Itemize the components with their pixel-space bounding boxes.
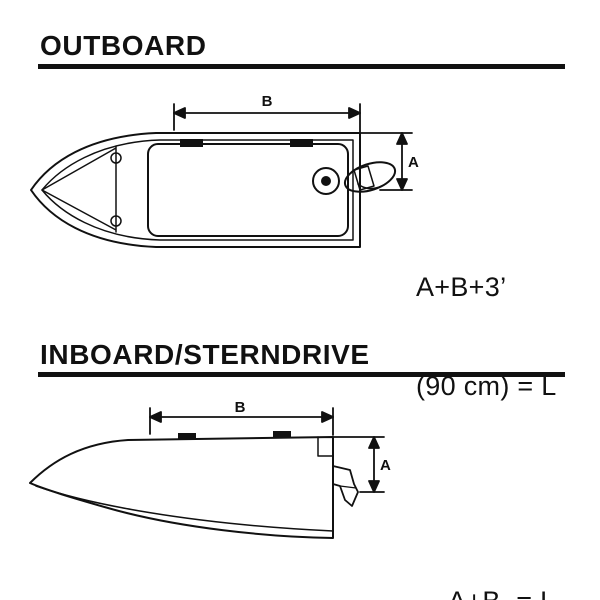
inboard-heading: INBOARD/STERNDRIVE [40,339,370,370]
outboard-dim-a-label: A [408,154,419,171]
outboard-dimension-a [359,132,413,191]
inboard-formula-line1: A+B = L [448,585,555,600]
sterndrive-outline [332,465,359,507]
hatch-mark-right [290,139,313,147]
outboard-dim-b-label: B [262,93,273,110]
deck-cleat-right [273,431,291,437]
deck-cleat-left [178,433,196,439]
outboard-hull-topview [30,132,361,248]
hatch-mark-left [180,139,203,147]
cockpit-liner [147,143,349,237]
dim-b-extension-ticks [149,407,334,436]
dim-b-arrow-right [321,411,334,423]
outboard-motor [312,161,397,195]
dim-b-arrow-right [348,107,361,119]
inboard-formula: A+B = L [448,519,555,600]
outboard-dimension-b [173,103,361,133]
hull-profile-outline [29,436,334,539]
stern-deck-detail [317,436,334,457]
bow-deck-lines [41,145,117,233]
gunwale-inner-line [41,139,354,241]
motor-cowling-detail [357,183,383,190]
dim-b-arrow-left [149,411,162,423]
inboard-heading-rule [38,372,565,377]
dim-a-arrow-top [368,436,380,449]
inboard-dim-b-label: B [235,399,246,416]
outboard-formula: A+B+3’ (90 cm) = L [416,205,557,469]
dim-a-extension-lines [332,436,385,493]
inboard-boat-drawing: B A [29,399,391,539]
outboard-heading-rule [38,64,565,69]
sterndrive-unit [332,465,359,507]
inboard-hull-sideview [29,431,334,539]
outboard-heading: OUTBOARD [40,30,207,61]
dim-b-extension-ticks [173,103,361,133]
dim-a-arrow-bottom [396,178,408,191]
inboard-dim-a-label: A [380,457,391,474]
steering-wheel [312,167,340,195]
outboard-formula-line1: A+B+3’ [416,272,507,302]
outboard-boat-drawing: B A [30,93,419,248]
inboard-dimension-b [149,407,334,436]
dim-a-arrow-top [396,132,408,145]
hull-outline [30,132,361,248]
motor-cowling [343,161,397,193]
chine-line [35,485,334,532]
dim-a-arrow-bottom [368,480,380,493]
dim-a-extension-lines [359,132,413,191]
sterndrive-plate-line [339,485,357,489]
steering-wheel-hub [321,176,331,186]
bow-cleat-top [110,152,122,164]
inboard-dimension-a [332,436,385,493]
bow-cleat-bottom [110,215,122,227]
dim-b-arrow-left [173,107,186,119]
